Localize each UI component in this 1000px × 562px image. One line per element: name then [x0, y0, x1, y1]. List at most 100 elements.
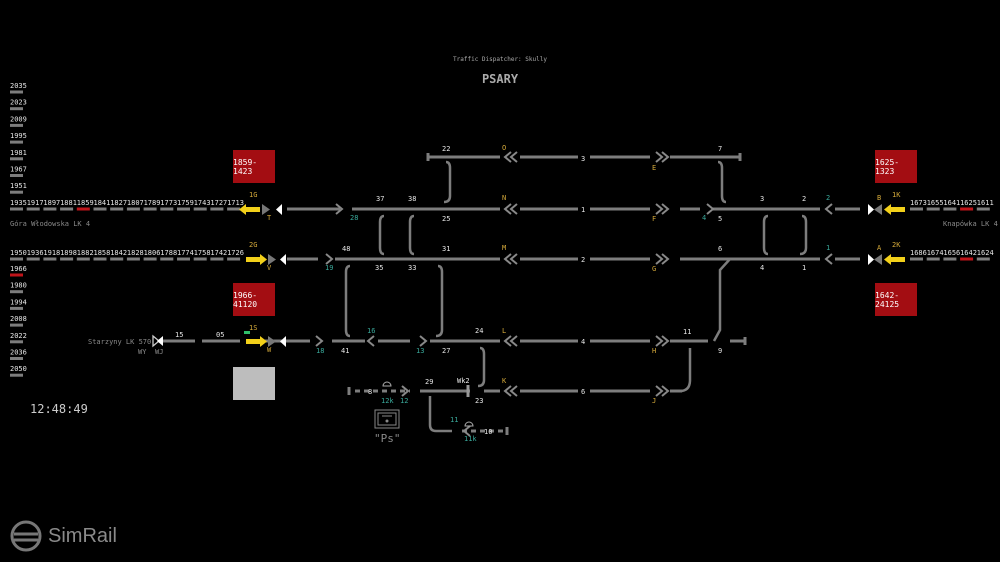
svg-text:H: H	[652, 347, 656, 355]
svg-text:38: 38	[408, 195, 416, 203]
svg-text:6: 6	[718, 245, 722, 253]
double-chevrons-right	[655, 151, 670, 397]
shunt-signal	[374, 381, 474, 429]
svg-text:11: 11	[450, 416, 458, 424]
svg-text:4: 4	[702, 214, 706, 222]
svg-text:2: 2	[826, 194, 830, 202]
svg-text:2: 2	[802, 195, 806, 203]
signal-2G-arrow	[246, 254, 286, 265]
train-box-1642-24125[interactable]: 1642-24125	[875, 283, 917, 316]
route-chevrons	[315, 151, 833, 437]
block-label: 2023	[10, 99, 27, 107]
svg-text:37: 37	[376, 195, 384, 203]
block-label: 1641	[943, 199, 960, 207]
svg-text:7: 7	[718, 145, 722, 153]
svg-text:13: 13	[416, 347, 424, 355]
svg-text:O: O	[502, 144, 506, 152]
block-label: 1859	[77, 199, 94, 207]
train-box-1966-41120[interactable]: 1966-41120	[233, 283, 275, 316]
svg-text:24: 24	[475, 327, 483, 335]
block-label: 1788	[160, 249, 177, 257]
train-box-1625-1323[interactable]: 1625-1323	[875, 150, 917, 183]
svg-text:L: L	[502, 327, 506, 335]
block-label: 1807	[127, 199, 144, 207]
block-label: 1673	[910, 199, 927, 207]
svg-text:1G: 1G	[249, 191, 257, 199]
svg-text:J: J	[652, 397, 656, 405]
block-label: 1858	[94, 249, 111, 257]
block-label: 1742	[210, 249, 227, 257]
svg-text:WY: WY	[138, 348, 147, 356]
svg-text:4: 4	[581, 338, 585, 346]
svg-text:27: 27	[442, 347, 450, 355]
block-label: 1981	[10, 149, 27, 157]
block-label: 1917	[27, 199, 44, 207]
block-label: 1980	[10, 282, 27, 290]
svg-text:4: 4	[760, 264, 764, 272]
svg-text:29: 29	[425, 378, 433, 386]
svg-text:1: 1	[802, 264, 806, 272]
svg-text:5: 5	[718, 215, 722, 223]
svg-text:1: 1	[826, 244, 830, 252]
svg-text:18: 18	[316, 347, 324, 355]
dispatcher-name: Traffic Dispatcher: Skully	[453, 56, 547, 63]
block-label: 1773	[160, 199, 177, 207]
svg-text:8: 8	[368, 388, 372, 396]
block-label: 1842	[110, 249, 127, 257]
block-label: 1789	[144, 199, 161, 207]
block-label: 1950	[10, 249, 27, 257]
block-label: 2009	[10, 115, 27, 123]
svg-text:16: 16	[367, 327, 375, 335]
block-label: 1967	[10, 166, 27, 174]
svg-text:K: K	[502, 377, 507, 385]
svg-text:11: 11	[683, 328, 691, 336]
block-label: 2036	[10, 349, 27, 357]
svg-text:9: 9	[718, 347, 722, 355]
block-label: 1881	[60, 199, 77, 207]
block-label: 1951	[10, 182, 27, 190]
svg-text:12: 12	[400, 397, 408, 405]
block-label: 1624	[977, 249, 994, 257]
block-label: 2050	[10, 365, 27, 373]
clock: 12:48:49	[30, 402, 88, 416]
svg-text:2G: 2G	[249, 241, 257, 249]
svg-text:E: E	[652, 164, 656, 172]
svg-text:31: 31	[442, 245, 450, 253]
svg-text:Starzyny LK 570: Starzyny LK 570	[88, 338, 151, 346]
crossovers	[344, 160, 808, 433]
svg-text:15: 15	[175, 331, 183, 339]
svg-text:"Ps": "Ps"	[374, 432, 401, 445]
block-label: 1841	[94, 199, 111, 207]
left-block-sections: 2035202320091995198119671951196619801994…	[10, 82, 244, 377]
empty-panel[interactable]	[233, 367, 275, 400]
svg-text:28: 28	[350, 214, 358, 222]
main-tracks	[160, 153, 860, 435]
block-label: 1758	[194, 249, 211, 257]
block-label: 1882	[77, 249, 94, 257]
svg-text:V: V	[267, 264, 272, 272]
block-label: 1713	[227, 199, 244, 207]
signal-WY	[152, 334, 161, 348]
block-label: 1759	[177, 199, 194, 207]
svg-text:22: 22	[442, 145, 450, 153]
svg-text:2: 2	[581, 256, 585, 264]
block-label: 1936	[27, 249, 44, 257]
entry-signals[interactable]	[152, 204, 905, 348]
block-label: 1828	[127, 249, 144, 257]
block-label: 1935	[10, 199, 27, 207]
signal-1K-arrow	[868, 204, 905, 215]
svg-text:A: A	[877, 244, 882, 252]
station-name: PSARY	[481, 72, 519, 86]
svg-text:1: 1	[581, 206, 585, 214]
block-label: 1743	[194, 199, 211, 207]
svg-text:05: 05	[216, 331, 224, 339]
signal-WJ	[157, 336, 163, 346]
svg-text:35: 35	[375, 264, 383, 272]
block-label: 1611	[977, 199, 994, 207]
block-label: 1806	[144, 249, 161, 257]
train-box-1859-1423[interactable]: 1859-1423	[233, 150, 275, 183]
svg-text:12k: 12k	[381, 397, 394, 405]
signal-1G-arrow	[239, 204, 282, 215]
